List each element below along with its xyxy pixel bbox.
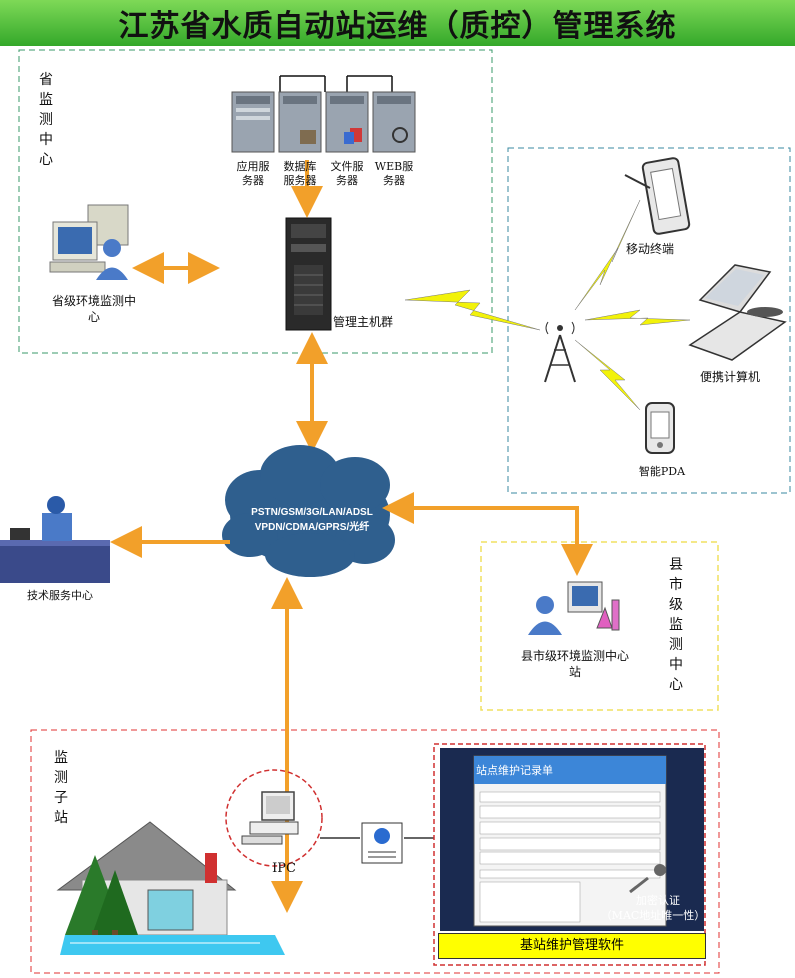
tech-service-center-icon [0, 496, 110, 583]
app-server-icon [231, 91, 275, 153]
server-rack-group [231, 75, 416, 153]
county-station-label: 县市级环境监测中心站 [520, 649, 629, 679]
substation-label: 监测子站 [54, 750, 68, 826]
ipc-circle [225, 769, 323, 867]
page-title: 江苏省水质自动站运维（质控）管理系统 [118, 9, 677, 44]
web-server-icon [372, 91, 416, 153]
ipc-computer-icon [241, 791, 299, 845]
water-icon [60, 935, 285, 955]
pda-label: 智能PDA [638, 465, 686, 478]
software-panel-border [433, 743, 706, 966]
provincial-env-center-label: 省级环境监测中心 [52, 294, 137, 324]
tech-service-label: 技术服务中心 [27, 590, 93, 602]
arrow-network-to-county [390, 506, 593, 576]
page-title-bar: 江苏省水质自动站运维（质控）管理系统 [0, 0, 795, 46]
ipc-label: IPC [272, 861, 296, 876]
network-line2: VPDN/CDMA/GPRS/光纤 [254, 522, 370, 533]
host-cluster-icon [285, 217, 332, 331]
provincial-env-center-icon [49, 204, 129, 280]
software-window-title: 站点维护记录单 [476, 765, 553, 777]
pda-icon [645, 402, 675, 454]
county-center-label: 县市级监测中心 [669, 557, 683, 693]
mobile-terminal-label: 移动终端 [625, 242, 674, 256]
county-station-icon [528, 581, 620, 635]
provincial-center-label: 省监测中心 [39, 72, 53, 168]
laptop-icon [688, 264, 787, 361]
encrypt-line2: （MAC地址唯一性） [600, 909, 706, 922]
substation-box [30, 729, 720, 974]
key-icon [629, 864, 666, 894]
network-line1: PSTN/GSM/3G/LAN/ADSL [251, 507, 373, 518]
host-cluster-label: 管理主机群 [333, 315, 394, 329]
lightning-to-pda [574, 339, 641, 411]
encrypt-line1: 加密认证 [636, 894, 680, 907]
web-server-label: WEB服务器 [374, 160, 414, 187]
laptop-label: 便携计算机 [699, 370, 760, 384]
mobile-terminal-icon [624, 157, 691, 235]
database-server-label: 数据库服务器 [283, 160, 317, 187]
substation-house-icon [56, 821, 237, 938]
lightning-to-terminal [574, 199, 641, 311]
file-server-icon [325, 91, 369, 153]
software-form-fields [479, 791, 661, 923]
network-cloud-icon [222, 445, 395, 577]
app-server-label: 应用服务器 [236, 160, 270, 187]
antenna-tower-icon [544, 321, 576, 383]
software-name-bar: 基站维护管理软件 [438, 933, 706, 959]
lightning-to-laptop [584, 309, 691, 326]
provincial-center-box [18, 49, 493, 354]
database-server-icon [278, 91, 322, 153]
file-server-label: 文件服务器 [330, 160, 364, 187]
lightning-host-to-tower [404, 289, 541, 331]
county-box [480, 541, 719, 711]
network-adapter-icon [361, 822, 403, 864]
